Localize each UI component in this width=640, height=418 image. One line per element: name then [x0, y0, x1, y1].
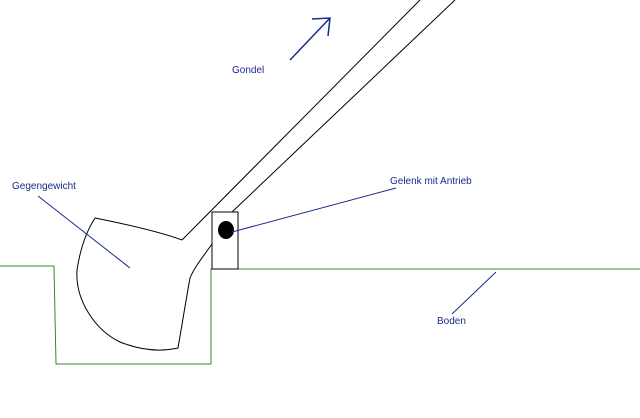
arm-edge-upper: [181, 0, 421, 241]
label-boden: Boden: [437, 316, 466, 327]
joint-pivot: [218, 221, 234, 239]
label-gondel: Gondel: [232, 65, 265, 76]
direction-arrow-shaft: [289, 17, 331, 61]
label-gelenk: Gelenk mit Antrieb: [390, 176, 472, 187]
leader-gelenk: [231, 187, 397, 233]
arm-edge-lower: [231, 0, 456, 213]
direction-arrow-head: [311, 17, 331, 37]
leader-gegengewicht: [37, 195, 131, 269]
ground-line: [0, 265, 640, 365]
leader-boden: [451, 271, 497, 315]
label-gegengewicht: Gegengewicht: [12, 181, 76, 192]
joint-housing: [211, 211, 239, 270]
counterweight-shape: [76, 217, 213, 351]
